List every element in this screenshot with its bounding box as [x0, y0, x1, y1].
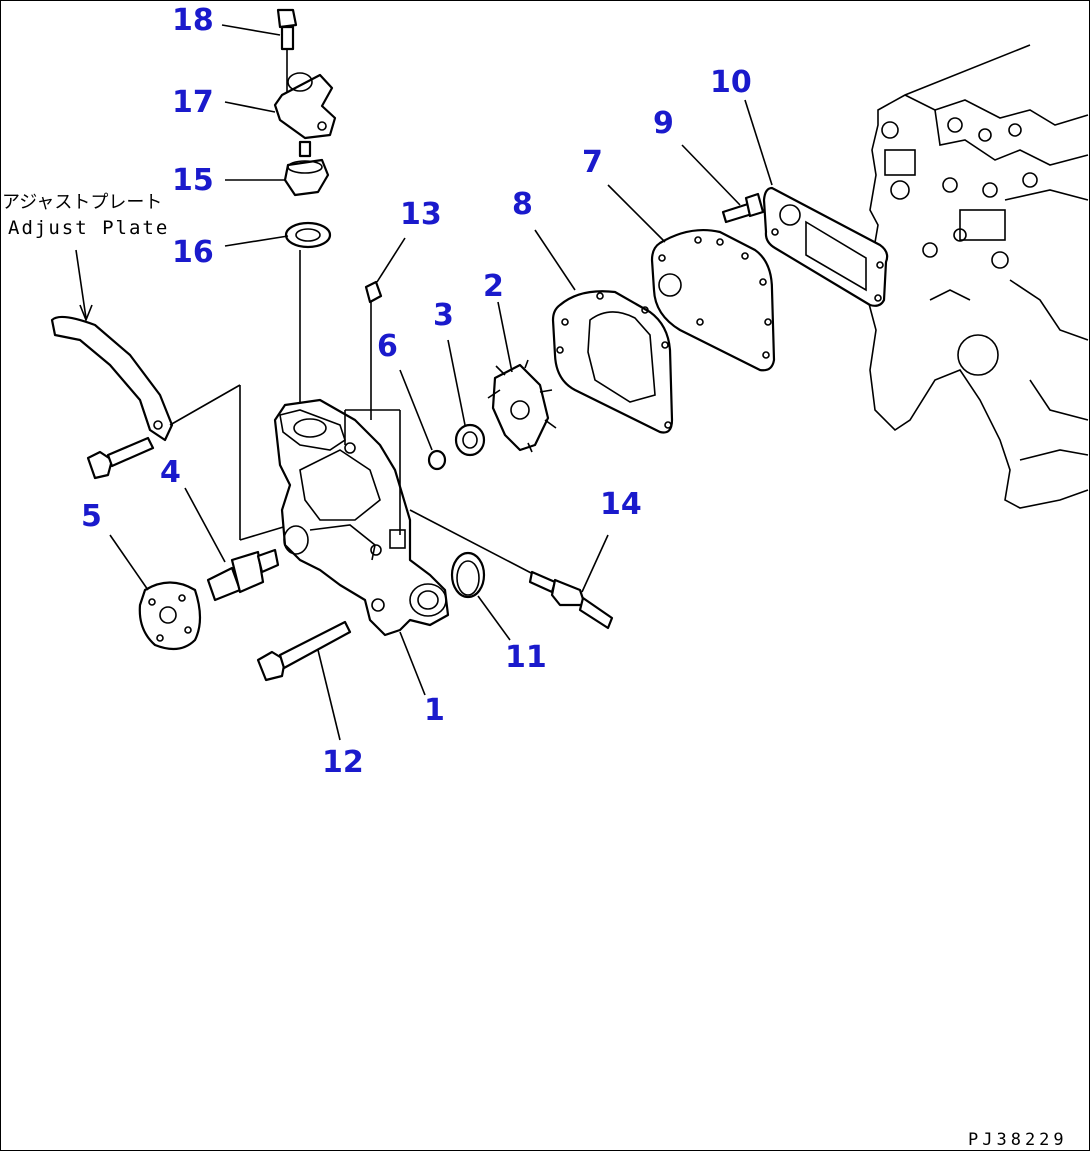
- adjust-plate-label-en: Adjust Plate: [8, 217, 169, 239]
- part-4-shaft: [206, 548, 280, 602]
- part-18-bolt: [276, 8, 298, 95]
- part-17-thermostat-cover: [273, 72, 337, 140]
- adjust-plate: [50, 249, 291, 541]
- callout-2: 2: [483, 269, 504, 304]
- part-11-o-ring: [450, 551, 486, 599]
- callout-7: 7: [582, 145, 603, 180]
- part-10-gasket: [762, 186, 889, 307]
- part-13-plug: [364, 280, 383, 420]
- part-9-bolt: [721, 192, 765, 224]
- part-3-seal: [454, 423, 486, 457]
- callout-14: 14: [600, 487, 642, 522]
- callout-12: 12: [322, 745, 364, 780]
- callout-3: 3: [433, 298, 454, 333]
- callout-4: 4: [160, 455, 181, 490]
- part-7-cover-plate: [650, 229, 776, 372]
- engine-block: [867, 44, 1089, 509]
- callout-labels: 18 17 15 16 13 10 9 7 8 2 3 6 4 5 14 11 …: [81, 3, 752, 780]
- drawing-code: PJ38229: [968, 1130, 1068, 1150]
- callout-13: 13: [400, 197, 442, 232]
- adjust-bolt: [86, 436, 155, 480]
- callout-5: 5: [81, 499, 102, 534]
- leader-lines: [109, 24, 773, 741]
- callout-1: 1: [424, 693, 445, 728]
- part-6-washer: [427, 449, 447, 471]
- callout-8: 8: [512, 187, 533, 222]
- callout-16: 16: [172, 235, 214, 270]
- adjust-plate-label-jp: アジャストプレート: [2, 192, 162, 213]
- callout-10: 10: [710, 65, 752, 100]
- part-12-long-bolt: [256, 620, 352, 682]
- part-2-impeller: [487, 359, 557, 453]
- part-5-pulley-flange: [138, 581, 202, 651]
- part-16-seal-ring: [284, 221, 332, 405]
- part-1-water-pump-body: [273, 398, 450, 637]
- callout-15: 15: [172, 163, 214, 198]
- callout-18: 18: [172, 3, 214, 38]
- part-8-gasket: [551, 290, 674, 434]
- callout-17: 17: [172, 85, 214, 120]
- part-15-thermostat: [283, 140, 330, 197]
- callout-9: 9: [653, 106, 674, 141]
- callout-6: 6: [377, 329, 398, 364]
- part-14-sensor: [528, 570, 614, 630]
- callout-11: 11: [505, 640, 547, 675]
